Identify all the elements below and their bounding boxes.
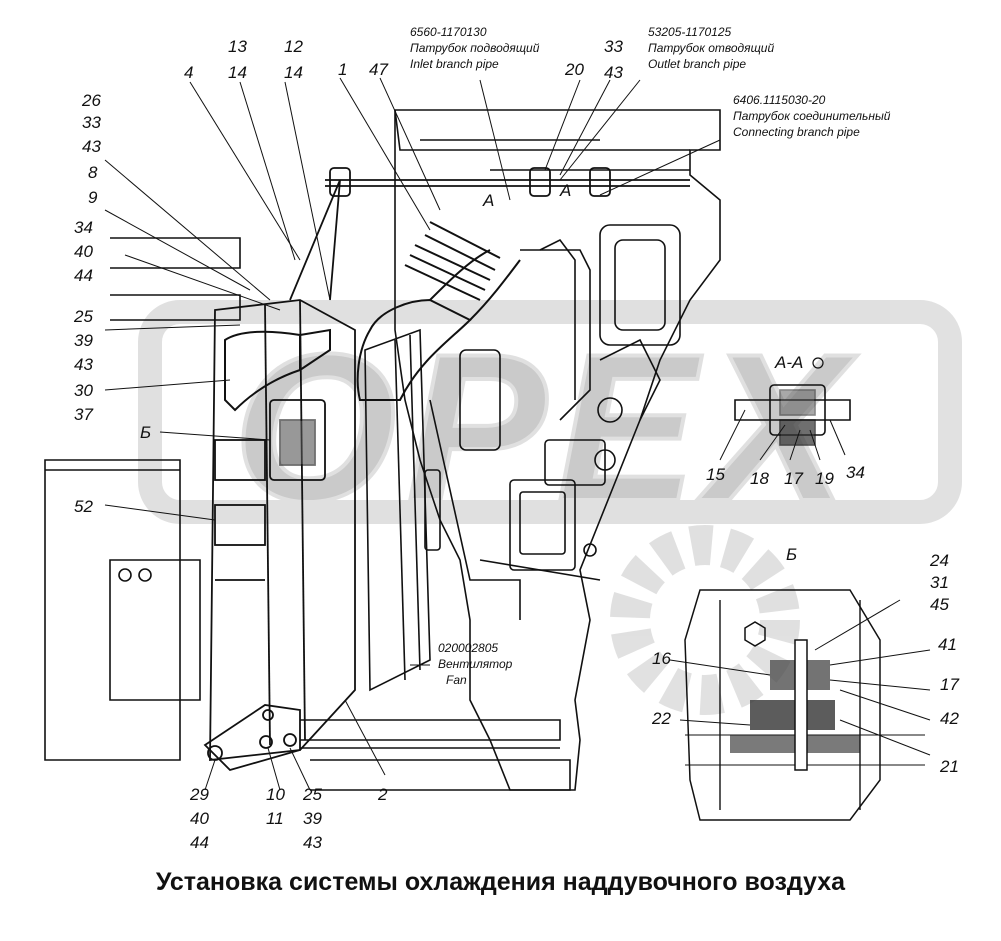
part-note-inlet-code: 6560-1170130 [410, 25, 487, 39]
callout-25: 25 [73, 307, 93, 326]
callout-21: 21 [939, 757, 959, 776]
diagram-caption: Установка системы охлаждения наддувочног… [155, 868, 846, 896]
part-note-fan-en: Fan [446, 673, 467, 687]
callout-33: 33 [82, 113, 101, 132]
detail-view-b [684, 589, 925, 821]
callout-44: 44 [190, 833, 209, 852]
callout-31: 31 [930, 573, 949, 592]
callout-41: 41 [938, 635, 957, 654]
callout-4: 4 [184, 63, 193, 82]
callout-8: 8 [88, 163, 98, 182]
part-note-connecting: 6406.1115030-20 Патрубок соединительный … [733, 93, 891, 139]
part-note-fan-code: 020002805 [438, 641, 498, 655]
part-note-connecting-en: Connecting branch pipe [733, 125, 860, 139]
callout-39: 39 [303, 809, 322, 828]
callout-19: 19 [815, 469, 834, 488]
callout-52: 52 [74, 497, 93, 516]
frame-rails [44, 237, 571, 791]
callout-42: 42 [940, 709, 959, 728]
callout-39: 39 [74, 331, 93, 350]
part-note-inlet-en: Inlet branch pipe [410, 57, 499, 71]
section-mark-a-right: А [559, 181, 571, 200]
part-note-connecting-code: 6406.1115030-20 [733, 93, 826, 107]
callout-18: 18 [750, 469, 769, 488]
callout-30: 30 [74, 381, 93, 400]
callout-14: 14 [284, 63, 303, 82]
section-a-a-detail [734, 384, 851, 446]
part-note-outlet-en: Outlet branch pipe [648, 57, 746, 71]
callout-26: 26 [81, 91, 101, 110]
callout-43: 43 [74, 355, 93, 374]
leader-lines [104, 77, 931, 791]
part-note-outlet-ru: Патрубок отводящий [648, 41, 774, 55]
part-note-inlet-ru: Патрубок подводящий [410, 41, 540, 55]
callout-29: 29 [189, 785, 209, 804]
callout-numbers: 13 14 12 14 4 1 47 20 33 43 26 33 43 8 9… [73, 37, 959, 852]
callout-1: 1 [338, 60, 347, 79]
part-note-connecting-ru: Патрубок соединительный [733, 109, 891, 123]
callout-40: 40 [190, 809, 209, 828]
callout-34: 34 [846, 463, 865, 482]
outlet-branch-pipe [224, 328, 331, 412]
callout-12: 12 [284, 37, 303, 56]
callout-22: 22 [651, 709, 671, 728]
watermark: OPEX [138, 300, 962, 715]
callout-15: 15 [706, 465, 725, 484]
section-mark-b-top: Б [140, 423, 151, 442]
charge-air-cooler [209, 299, 356, 762]
callout-17: 17 [940, 675, 959, 694]
callout-11: 11 [266, 809, 284, 828]
callout-43: 43 [604, 63, 623, 82]
callout-24: 24 [929, 551, 949, 570]
callout-37: 37 [74, 405, 93, 424]
section-mark-b-bottom: Б [786, 545, 797, 564]
part-note-inlet: 6560-1170130 Патрубок подводящий Inlet b… [410, 25, 540, 71]
callout-25: 25 [302, 785, 322, 804]
inlet-branch-pipe [356, 221, 521, 401]
connecting-rod [289, 167, 690, 301]
callout-34: 34 [74, 218, 93, 237]
part-note-outlet: 53205-1170125 Патрубок отводящий Outlet … [648, 25, 774, 71]
callout-20: 20 [564, 60, 584, 79]
callout-13: 13 [228, 37, 247, 56]
callout-33: 33 [604, 37, 623, 56]
callout-43: 43 [303, 833, 322, 852]
callout-47: 47 [369, 60, 388, 79]
callout-45: 45 [930, 595, 949, 614]
callout-2: 2 [377, 785, 388, 804]
part-note-fan-ru: Вентилятор [438, 657, 513, 671]
callout-10: 10 [266, 785, 285, 804]
section-view-marker [812, 357, 824, 369]
callout-9: 9 [88, 188, 98, 207]
watermark-text: OPEX [233, 310, 857, 545]
callout-17: 17 [784, 469, 803, 488]
callout-40: 40 [74, 242, 93, 261]
part-note-outlet-code: 53205-1170125 [648, 25, 732, 39]
callout-43: 43 [82, 137, 101, 156]
section-view-title: А-А [774, 353, 803, 372]
engine-block [394, 109, 721, 791]
part-note-fan: 020002805 Вентилятор Fan [438, 641, 513, 687]
callout-44: 44 [74, 266, 93, 285]
fan-shroud [364, 328, 441, 692]
section-mark-a-left: А [482, 191, 494, 210]
callout-14: 14 [228, 63, 247, 82]
callout-16: 16 [652, 649, 671, 668]
lower-bracket [203, 704, 301, 772]
